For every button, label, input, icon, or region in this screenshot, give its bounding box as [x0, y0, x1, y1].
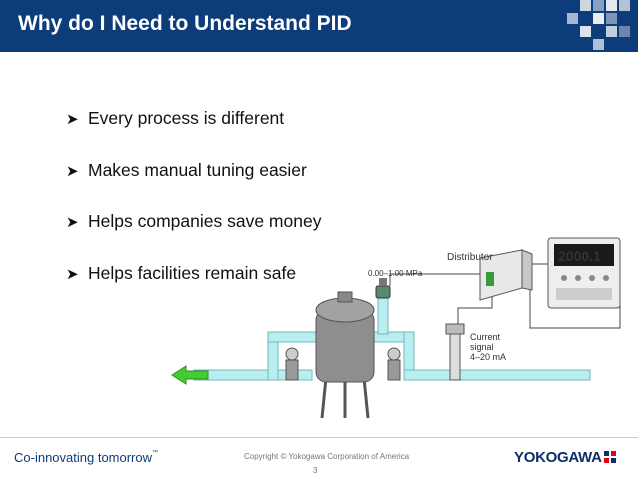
footer-divider: [0, 437, 638, 438]
bullet-item: ➤Makes manual tuning easier: [66, 160, 307, 180]
arrow-bullet-icon: ➤: [66, 266, 79, 283]
bullet-item: ➤Helps companies save money: [66, 211, 322, 231]
company-logo: YOKOGAWA: [514, 449, 602, 466]
arrow-bullet-icon: ➤: [66, 111, 79, 128]
footer-tagline: Co-innovating tomorrow™: [14, 450, 159, 465]
flow-arrow-icon: [171, 365, 209, 385]
title-bar: Why do I Need to Understand PID: [0, 0, 638, 52]
arrow-bullet-icon: ➤: [66, 163, 79, 180]
tank-icon: [315, 291, 375, 419]
arrow-bullet-icon: ➤: [66, 214, 79, 231]
valve-icon: [387, 347, 401, 381]
bullet-item: ➤Every process is different: [66, 108, 285, 128]
bullet-item: ➤Helps facilities remain safe: [66, 263, 297, 283]
signal-label: 4–20 mA: [470, 352, 506, 362]
display-value: 2000.1: [558, 248, 601, 264]
signal-label: Current: [470, 332, 501, 342]
slide-title: Why do I Need to Understand PID: [18, 12, 352, 35]
valve-icon: [285, 347, 299, 381]
flow-sensor-icon: [445, 323, 465, 381]
pressure-range-label: 0.00–1.00 MPa: [368, 269, 423, 278]
copyright-notice: Copyright © Yokogawa Corporation of Amer…: [244, 452, 410, 461]
signal-label: signal: [470, 342, 494, 352]
controller-display-icon: [547, 237, 621, 309]
process-diagram: 2000.1 Distributor 0.00–1.00 MPa Current…: [171, 237, 621, 419]
page-number: 3: [313, 466, 318, 475]
distributor-label: Distributor: [447, 252, 493, 263]
distributor-icon: [479, 249, 533, 301]
logo-mark-icon: [604, 451, 616, 463]
pressure-transmitter-icon: [375, 278, 391, 299]
